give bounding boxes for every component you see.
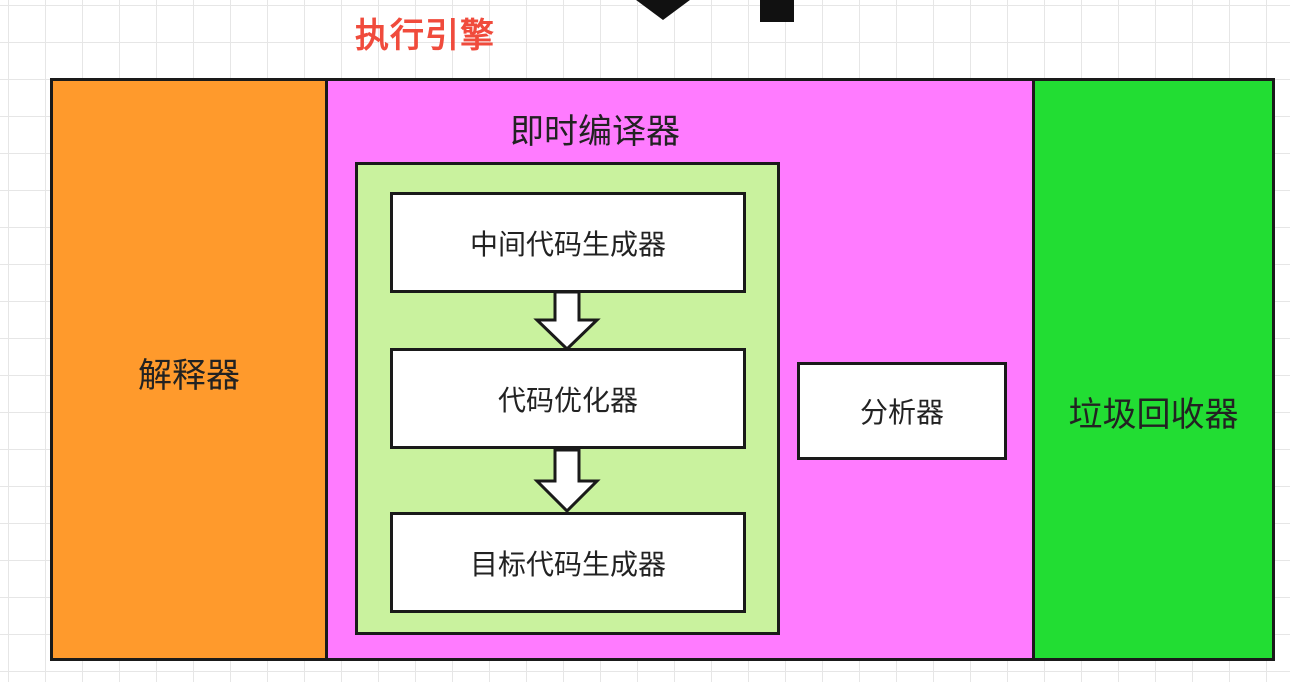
interpreter-label: 解释器: [138, 356, 240, 396]
jit-compiler-label: 即时编译器: [510, 112, 680, 152]
down-arrow-icon: [533, 290, 601, 352]
interpreter-block: [50, 78, 328, 661]
pipeline-step-code-optimizer: 代码优化器: [390, 348, 746, 449]
analyzer-label: 分析器: [859, 396, 944, 429]
connector-bar: [760, 0, 794, 22]
diagram-title: 执行引擎: [355, 16, 495, 56]
analyzer-box: 分析器: [797, 362, 1007, 460]
pipeline-step-label: 中间代码生成器: [469, 227, 666, 261]
pipeline-step-label: 代码优化器: [497, 383, 638, 417]
pipeline-step-target-code-generator: 目标代码生成器: [390, 512, 746, 613]
pipeline-step-label: 目标代码生成器: [469, 547, 666, 581]
garbage-collector-block: [1032, 78, 1275, 661]
garbage-collector-label: 垃圾回收器: [1068, 395, 1239, 435]
pipeline-step-intermediate-code-generator: 中间代码生成器: [390, 192, 746, 293]
down-arrow-icon: [533, 448, 601, 514]
down-arrow-icon: [636, 0, 690, 20]
